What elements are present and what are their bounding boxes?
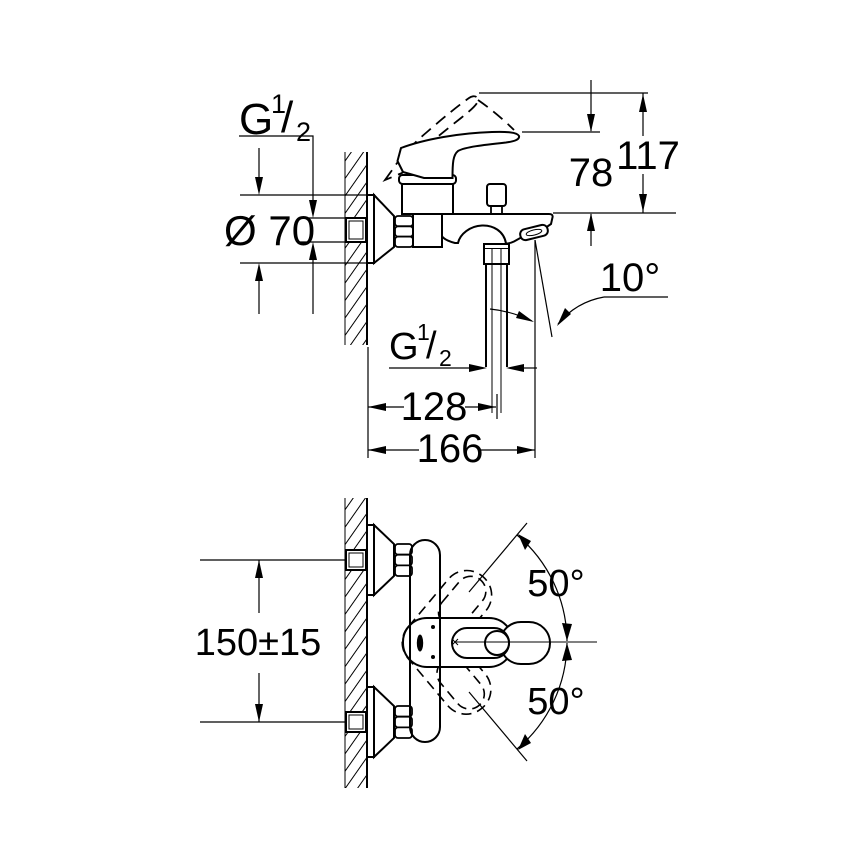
label-g-half-top-sup: 1 — [271, 89, 286, 119]
spray-direction-line — [534, 239, 553, 338]
extension-lines-front — [200, 559, 346, 723]
dimension-128 — [368, 403, 496, 411]
label-50-lower: 50° — [527, 681, 584, 723]
lever-handle-side — [396, 130, 521, 179]
label-128: 128 — [401, 385, 468, 429]
wall-section-front-view — [344, 498, 368, 788]
dimension-10-deg — [489, 296, 668, 326]
label-g-half-bottom-slash: / — [426, 325, 437, 367]
labels-front-view: 150±15 50° 50° — [195, 563, 585, 723]
cartridge-body — [401, 182, 454, 215]
label-g-half-bottom-base: G — [389, 326, 419, 368]
top-connection — [345, 522, 413, 598]
label-g-half-top-slash: / — [281, 93, 294, 142]
label-dia-70: Ø 70 — [224, 207, 315, 254]
bottom-connection — [345, 684, 413, 760]
spout-aerator — [519, 223, 549, 242]
lever-raised-dashed — [382, 95, 515, 183]
label-g-half-top-sub: 2 — [296, 117, 311, 147]
dimension-g-half-top — [239, 135, 317, 314]
label-150: 150±15 — [195, 622, 322, 664]
dimension-dia-70 — [255, 148, 263, 314]
labels-side-view: G 1 / 2 Ø 70 117 78 10° G 1 / 2 128 166 — [224, 89, 680, 471]
dimension-117 — [639, 93, 647, 213]
union-nut — [394, 215, 414, 248]
dimension-swing-angles — [456, 522, 597, 762]
wall-section-side-view — [344, 152, 368, 345]
label-g-half-top-base: G — [239, 95, 273, 144]
escutcheon-cone — [373, 192, 395, 266]
label-50-upper: 50° — [527, 563, 584, 605]
mixer-body-front — [409, 539, 441, 743]
label-g-half-bottom-sub: 2 — [439, 345, 452, 371]
label-117: 117 — [616, 134, 680, 178]
inlet-connector — [412, 213, 443, 248]
faucet-side-view — [345, 95, 554, 413]
extension-lines-side — [240, 92, 676, 458]
label-g-half-bottom-sup: 1 — [417, 319, 430, 345]
label-10-deg: 10° — [600, 256, 661, 300]
dimension-g-half-bottom — [389, 364, 537, 372]
diverter-knob — [486, 183, 507, 207]
front-view: 150±15 50° 50° — [195, 498, 597, 788]
escutcheon-flange — [366, 194, 375, 264]
side-view: G 1 / 2 Ø 70 117 78 10° G 1 / 2 128 166 — [224, 80, 680, 471]
label-166: 166 — [417, 427, 484, 471]
dimension-166 — [368, 446, 535, 454]
dimension-150 — [255, 560, 263, 722]
dimension-78 — [587, 80, 595, 246]
shower-outlet-pipe — [483, 243, 510, 413]
handle-logo-button — [484, 630, 510, 656]
label-78: 78 — [569, 151, 614, 195]
spout-side — [441, 213, 554, 245]
